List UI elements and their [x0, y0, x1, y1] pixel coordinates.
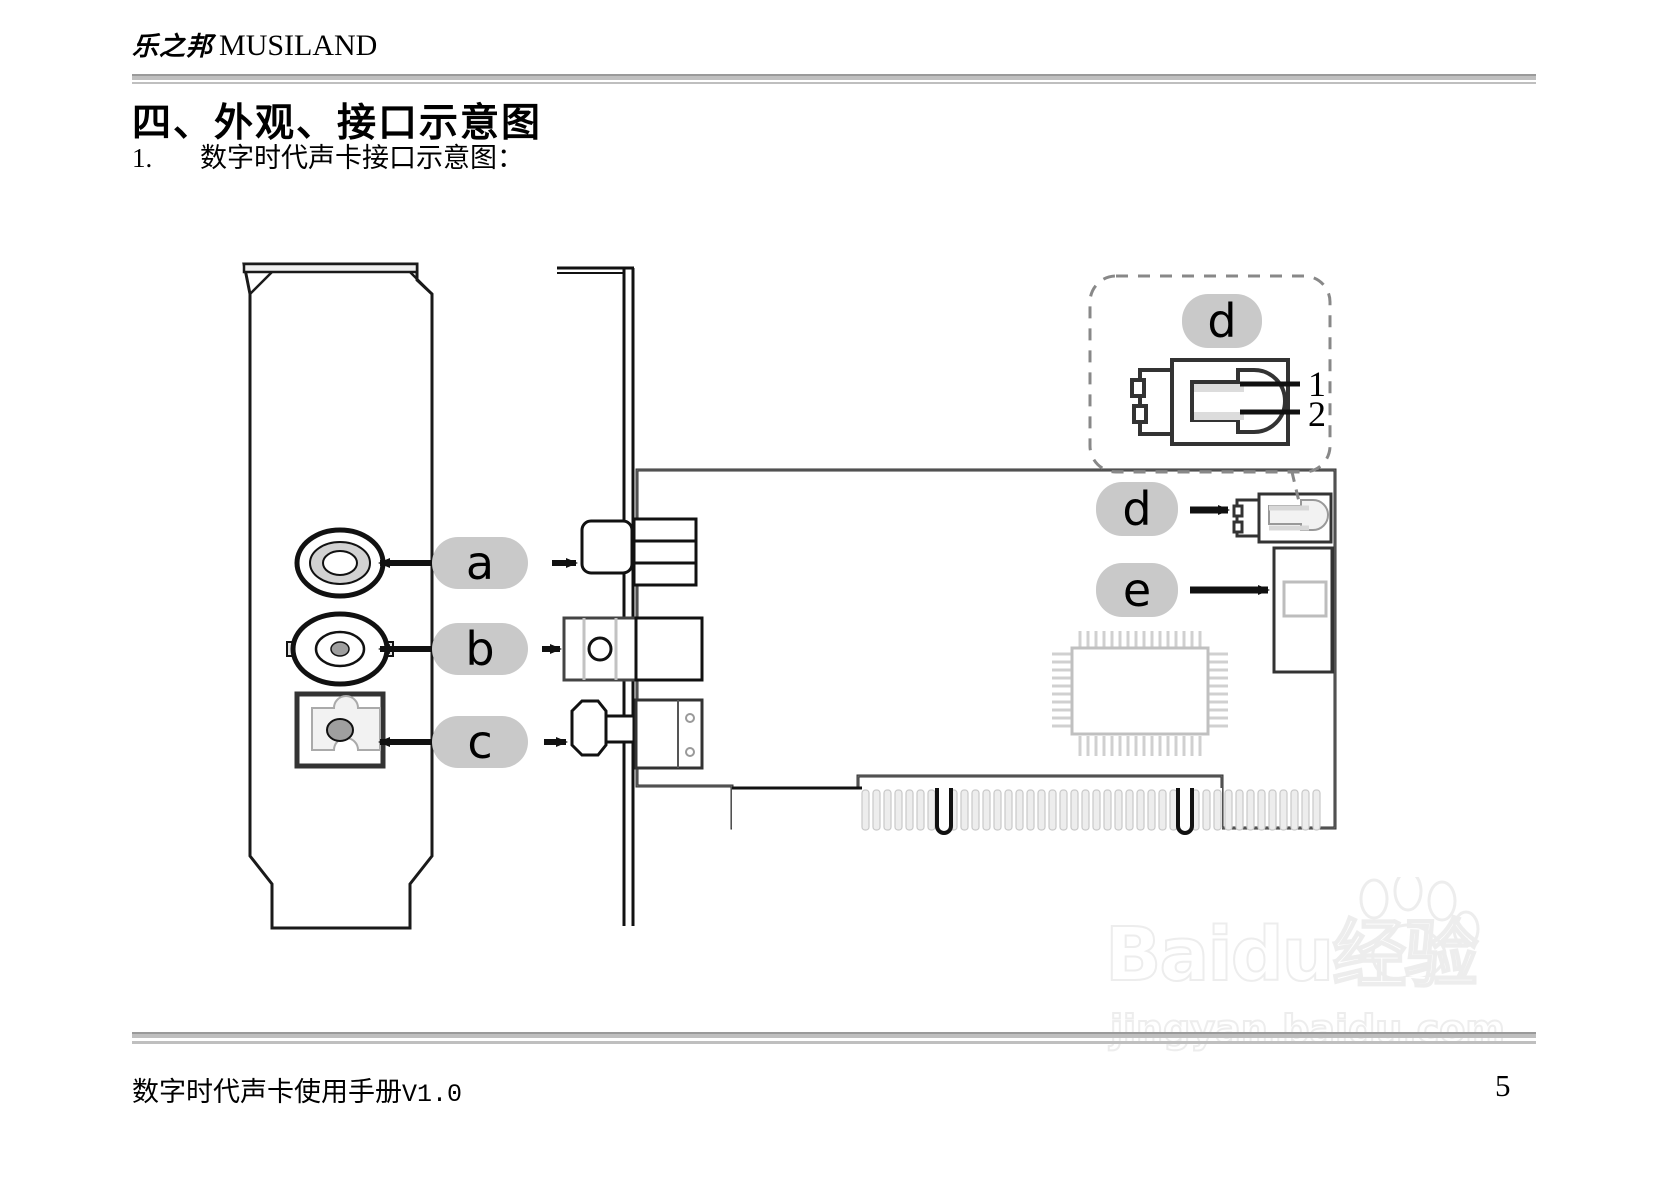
callout-label-b: b [465, 622, 494, 676]
callout-label-d: d [1122, 482, 1151, 536]
board-edge-rail [557, 266, 635, 926]
sound-card-pcb [635, 468, 1337, 830]
detail-callout-d: d 1 2 [1088, 274, 1332, 507]
detail-callout-pill-d [1182, 294, 1262, 348]
callout-e-board: e [1096, 563, 1270, 617]
callout-pill-d [1096, 482, 1178, 536]
footer-title-text: 数字时代声卡使用手册 [132, 1077, 402, 1107]
header-rule-secondary [132, 82, 1536, 84]
board-connector-a [580, 517, 698, 587]
callout-b: b [378, 622, 562, 676]
footer-version: V1.0 [402, 1080, 463, 1109]
callout-label-c: c [467, 715, 492, 769]
board-connector-b [562, 616, 704, 682]
brand-name-cn: 乐之邦 [132, 32, 214, 62]
footer-rule-secondary [132, 1041, 1536, 1044]
callout-c: c [378, 715, 568, 769]
detail-callout-label-d: d [1207, 294, 1236, 348]
callout-a: a [378, 536, 578, 590]
board-header-d [1232, 492, 1333, 544]
callout-pill-e [1096, 563, 1178, 617]
callout-d-board: d [1096, 482, 1230, 536]
section-item: 1. 数字时代声卡接口示意图： [132, 136, 524, 175]
bracket-port-rca-a [294, 527, 386, 599]
pci-edge-connector [732, 786, 1321, 836]
detail-pin-1: 1 [1308, 364, 1326, 404]
board-connector-c [570, 698, 704, 770]
callout-label-e: e [1123, 563, 1151, 617]
callout-label-a: a [466, 536, 494, 590]
callout-pill-c [432, 716, 528, 768]
item-label: 数字时代声卡接口示意图： [200, 143, 524, 173]
board-slot-e [1272, 546, 1334, 674]
detail-header-drawing [1130, 358, 1300, 446]
bracket-port-bnc-b [286, 611, 394, 687]
item-number: 1. [132, 143, 153, 173]
header-rule [132, 74, 1536, 80]
brand-name-en: MUSILAND [219, 29, 378, 62]
interface-diagram: a b c d [132, 176, 1536, 1026]
page-title: 四、外观、接口示意图 [132, 101, 543, 146]
qfp-chip [1052, 631, 1228, 756]
footer-manual-title: 数字时代声卡使用手册V1.0 [132, 1070, 462, 1109]
page-number: 5 [1495, 1068, 1511, 1103]
callout-pill-a [432, 537, 528, 589]
detail-pin-2: 2 [1308, 394, 1326, 434]
footer-rule [132, 1032, 1536, 1038]
callout-pill-b [432, 623, 528, 675]
bracket-port-optical-c [294, 691, 386, 769]
